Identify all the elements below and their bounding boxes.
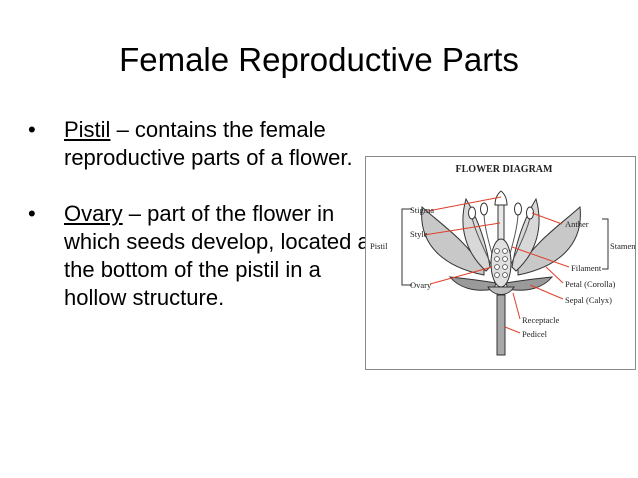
slide-title: Female Reproductive Parts (119, 41, 519, 78)
label-stigma: Stigma (410, 205, 434, 215)
bullet-term: Ovary (64, 201, 123, 226)
label-pedicel: Pedicel (522, 329, 548, 339)
bullet-ovary: • Ovary – part of the flower in which se… (28, 200, 378, 312)
ovules (494, 248, 508, 278)
bullet-term: Pistil (64, 117, 111, 142)
label-filament: Filament (571, 263, 602, 273)
label-anther: Anther (565, 219, 589, 229)
bullet-list: • Pistil – contains the female reproduct… (28, 116, 378, 312)
ovary (490, 238, 512, 288)
flower-diagram: FLOWER DIAGRAM (365, 156, 636, 370)
brackets (401, 208, 609, 286)
label-ovary: Ovary (410, 280, 432, 290)
receptacle (487, 286, 515, 295)
label-receptacle: Receptacle (522, 315, 560, 325)
bullet-dot-icon: • (28, 117, 36, 142)
sepal-left (448, 276, 497, 291)
bullet-dot-icon: • (28, 201, 36, 226)
label-stamen: Stamen (610, 241, 636, 251)
bullet-text: – part of the flower in which seeds deve… (64, 201, 376, 310)
label-sepal: Sepal (Calyx) (565, 295, 612, 305)
label-petal: Petal (Corolla) (565, 279, 615, 289)
sepal-right (505, 276, 554, 291)
flower-diagram-svg: FLOWER DIAGRAM (370, 164, 636, 356)
pedicel (496, 294, 506, 356)
leader-lines (423, 196, 570, 334)
label-pistil: Pistil (370, 241, 388, 251)
anthers (468, 202, 534, 220)
bullet-text: – contains the female reproductive parts… (64, 117, 353, 170)
bullet-pistil: • Pistil – contains the female reproduct… (28, 116, 378, 172)
label-style: Style (410, 229, 428, 239)
diagram-title: FLOWER DIAGRAM (456, 164, 554, 175)
